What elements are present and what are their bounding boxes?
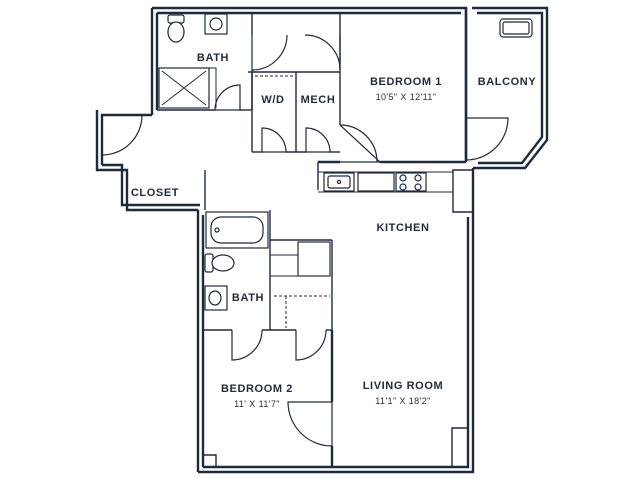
living-room-dims: 11'1" X 18'2" xyxy=(375,396,430,406)
wd-label: W/D xyxy=(261,94,284,106)
shower-icon xyxy=(158,67,217,109)
living-room-label: LIVING ROOM xyxy=(363,380,444,392)
balcony-label: BALCONY xyxy=(478,76,537,88)
doors xyxy=(101,34,509,447)
fixtures xyxy=(158,13,533,328)
bedroom2-dims: 11' X 11'7" xyxy=(234,399,280,409)
toilet-icon xyxy=(167,14,185,43)
bedroom1-label: BEDROOM 1 xyxy=(370,76,442,88)
interior-walls xyxy=(157,13,474,467)
sink-icon xyxy=(204,13,228,35)
stove-icon xyxy=(395,172,427,192)
bathtub-icon xyxy=(205,211,269,249)
bedroom2-label: BEDROOM 2 xyxy=(221,383,293,395)
sink-icon xyxy=(204,285,228,311)
refrigerator-icon xyxy=(270,241,331,277)
bath2-label: BATH xyxy=(232,292,264,304)
kitchen-label: KITCHEN xyxy=(376,222,429,234)
bath1-label: BATH xyxy=(197,52,229,64)
bedroom1-dims: 10'5" X 12'11" xyxy=(376,92,437,102)
toilet-icon xyxy=(204,253,235,273)
mech-label: MECH xyxy=(301,94,336,106)
room-labels: BATH W/D MECH BEDROOM 1 10'5" X 12'11" B… xyxy=(131,52,536,409)
closet-label: CLOSET xyxy=(131,187,179,199)
kitchen-sink-icon xyxy=(323,172,355,192)
balcony-grill-icon xyxy=(499,18,533,38)
